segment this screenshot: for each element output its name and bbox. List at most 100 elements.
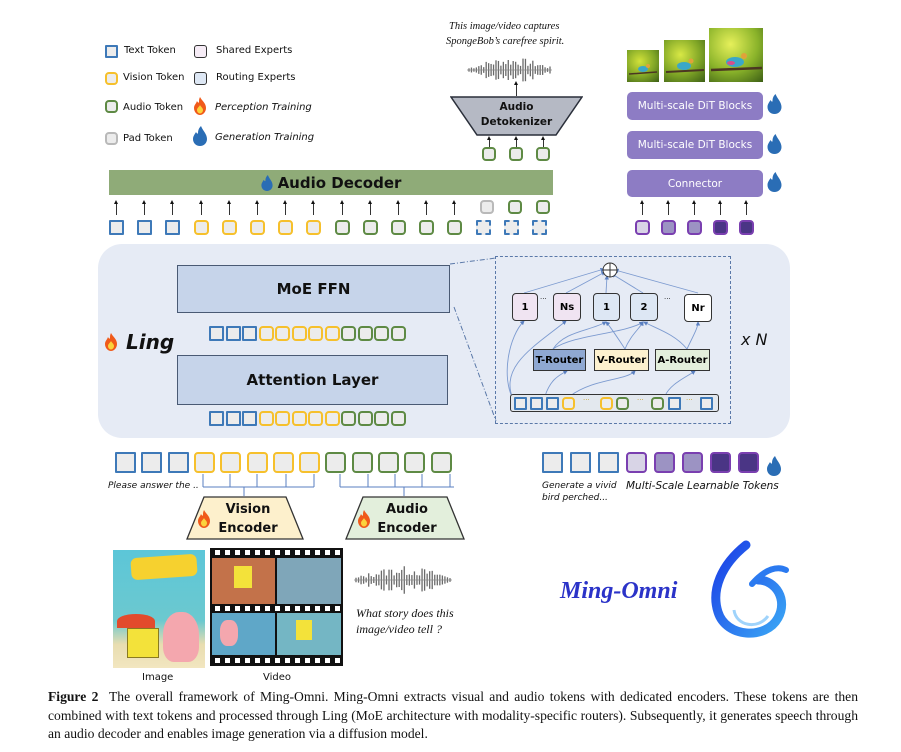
perception-flame-icon	[358, 510, 370, 528]
decoder-arrow	[339, 200, 344, 215]
ling-title: Ling	[104, 330, 174, 354]
input-token-aud	[378, 452, 399, 473]
decoder-token-aud	[334, 220, 350, 235]
decoder-token-vis	[193, 220, 209, 235]
gen-token-text	[570, 452, 591, 473]
detok-audio-token	[509, 147, 523, 161]
decoder-arrow	[283, 200, 288, 215]
attn-token-aud	[357, 411, 373, 426]
figure-caption-text: The overall framework of Ming-Omni. Ming…	[48, 689, 858, 742]
dit-block-1-label: Multi-scale DiT Blocks	[637, 100, 753, 112]
decoder-arrow	[396, 200, 400, 215]
routing-expert: 2	[630, 293, 658, 321]
t-router: T-Router	[533, 349, 586, 371]
gen-token-l2	[682, 452, 703, 473]
decoder-token-vis	[306, 220, 322, 235]
decoder-arrow	[311, 200, 316, 215]
encoder-fanout-lines	[202, 474, 454, 496]
generation-flame-icon	[193, 126, 207, 146]
connector-block: Connector	[627, 170, 763, 197]
connector-token-l2	[661, 220, 676, 235]
input-token-aud	[404, 452, 426, 473]
decoder-token-text	[137, 220, 153, 235]
detok-arrow-3	[541, 136, 545, 147]
audio-encoder	[345, 496, 465, 540]
ffn-token-text	[242, 326, 257, 341]
decoder-output-token-aud	[508, 200, 522, 214]
input-image-thumbnail	[113, 550, 205, 668]
detokenizer-output-arrow	[514, 81, 518, 96]
attention-layer-box: Attention Layer	[177, 355, 448, 405]
legend-generation-training-label: Generation Training	[215, 132, 315, 143]
decoder-token-aud	[447, 220, 463, 235]
legend-text-token-swatch	[105, 45, 118, 58]
ffn-token-aud	[357, 326, 373, 341]
ffn-token-aud	[390, 326, 406, 341]
attn-token-text	[225, 411, 241, 426]
shared-expert-label: 1	[521, 301, 529, 313]
generation-flame-icon	[767, 134, 782, 154]
gen-token-text	[542, 452, 563, 473]
ffn-token-aud	[341, 326, 356, 341]
v-router: V-Router	[594, 349, 649, 371]
figure-caption: Figure 2 The overall framework of Ming-O…	[48, 688, 858, 744]
routing-expert-label: Nr	[691, 302, 705, 314]
shared-expert: Ns	[553, 293, 581, 321]
gen-prompt-line2: bird perched...	[542, 493, 608, 503]
generation-flame-icon	[260, 174, 273, 191]
decoder-token-padd	[475, 220, 491, 235]
legend-vision-token-swatch	[105, 72, 118, 85]
connector-token-l2	[687, 220, 702, 235]
input-video-filmstrip	[210, 548, 343, 666]
decoder-arrow	[170, 200, 175, 215]
moe-seq-token-text	[546, 397, 559, 410]
image-label: Image	[142, 672, 174, 683]
routing-expert-label: 1	[603, 301, 610, 313]
connector-arrow	[744, 200, 748, 215]
input-token-vis	[246, 452, 268, 473]
moe-ffn-label: MoE FFN	[276, 280, 351, 298]
generation-flame-icon	[767, 456, 781, 476]
routing-expert: Nr	[684, 294, 712, 322]
decoder-token-vis	[278, 220, 294, 235]
question-line1: What story does this	[356, 606, 454, 620]
input-token-vis	[193, 452, 215, 473]
ming-omni-logo-icon	[711, 540, 789, 638]
attention-layer-label: Attention Layer	[246, 371, 379, 389]
audio-decoder-label: Audio Decoder	[277, 173, 402, 192]
routing-expert: 1	[593, 293, 620, 321]
connector-token-l3	[739, 220, 754, 235]
question-line2: image/video tell ?	[356, 622, 442, 636]
learnable-tokens-label: Multi-Scale Learnable Tokens	[626, 480, 779, 492]
attn-token-aud	[374, 411, 389, 426]
audio-detokenizer	[450, 96, 583, 136]
audio-output-caption-line1: This image/video captures	[449, 21, 560, 32]
legend-shared-experts-swatch	[194, 45, 207, 58]
decoder-token-aud	[419, 220, 435, 235]
attn-token-vis	[324, 411, 340, 426]
connector-arrow	[692, 200, 696, 215]
attn-token-vis	[258, 411, 274, 426]
moe-seq-token-text	[514, 397, 527, 410]
legend-audio-token-label: Audio Token	[123, 102, 184, 113]
ffn-token-vis	[291, 326, 307, 341]
decoder-output-token-aud	[536, 200, 550, 214]
legend-pad-token-label: Pad Token	[123, 133, 173, 144]
ffn-token-vis	[258, 326, 274, 341]
decoder-arrow	[114, 200, 118, 215]
input-token-text	[141, 452, 163, 473]
dit-block-2: Multi-scale DiT Blocks	[627, 131, 763, 159]
decoder-token-vis	[250, 220, 265, 235]
legend-vision-token-label: Vision Token	[123, 72, 185, 83]
dit-block-1: Multi-scale DiT Blocks	[627, 92, 763, 120]
decoder-token-aud	[391, 220, 406, 235]
ffn-token-vis	[324, 326, 340, 341]
gen-token-text	[598, 452, 619, 473]
routing-ellipsis: ···	[664, 295, 671, 303]
decoder-token-vis	[221, 220, 237, 235]
audio-output-caption-line2: SpongeBob’s carefree spirit.	[446, 36, 565, 47]
repeat-label: x N	[741, 330, 768, 349]
generated-image-small	[627, 50, 659, 82]
decoder-token-padd	[503, 220, 519, 235]
attn-token-vis	[291, 411, 307, 426]
